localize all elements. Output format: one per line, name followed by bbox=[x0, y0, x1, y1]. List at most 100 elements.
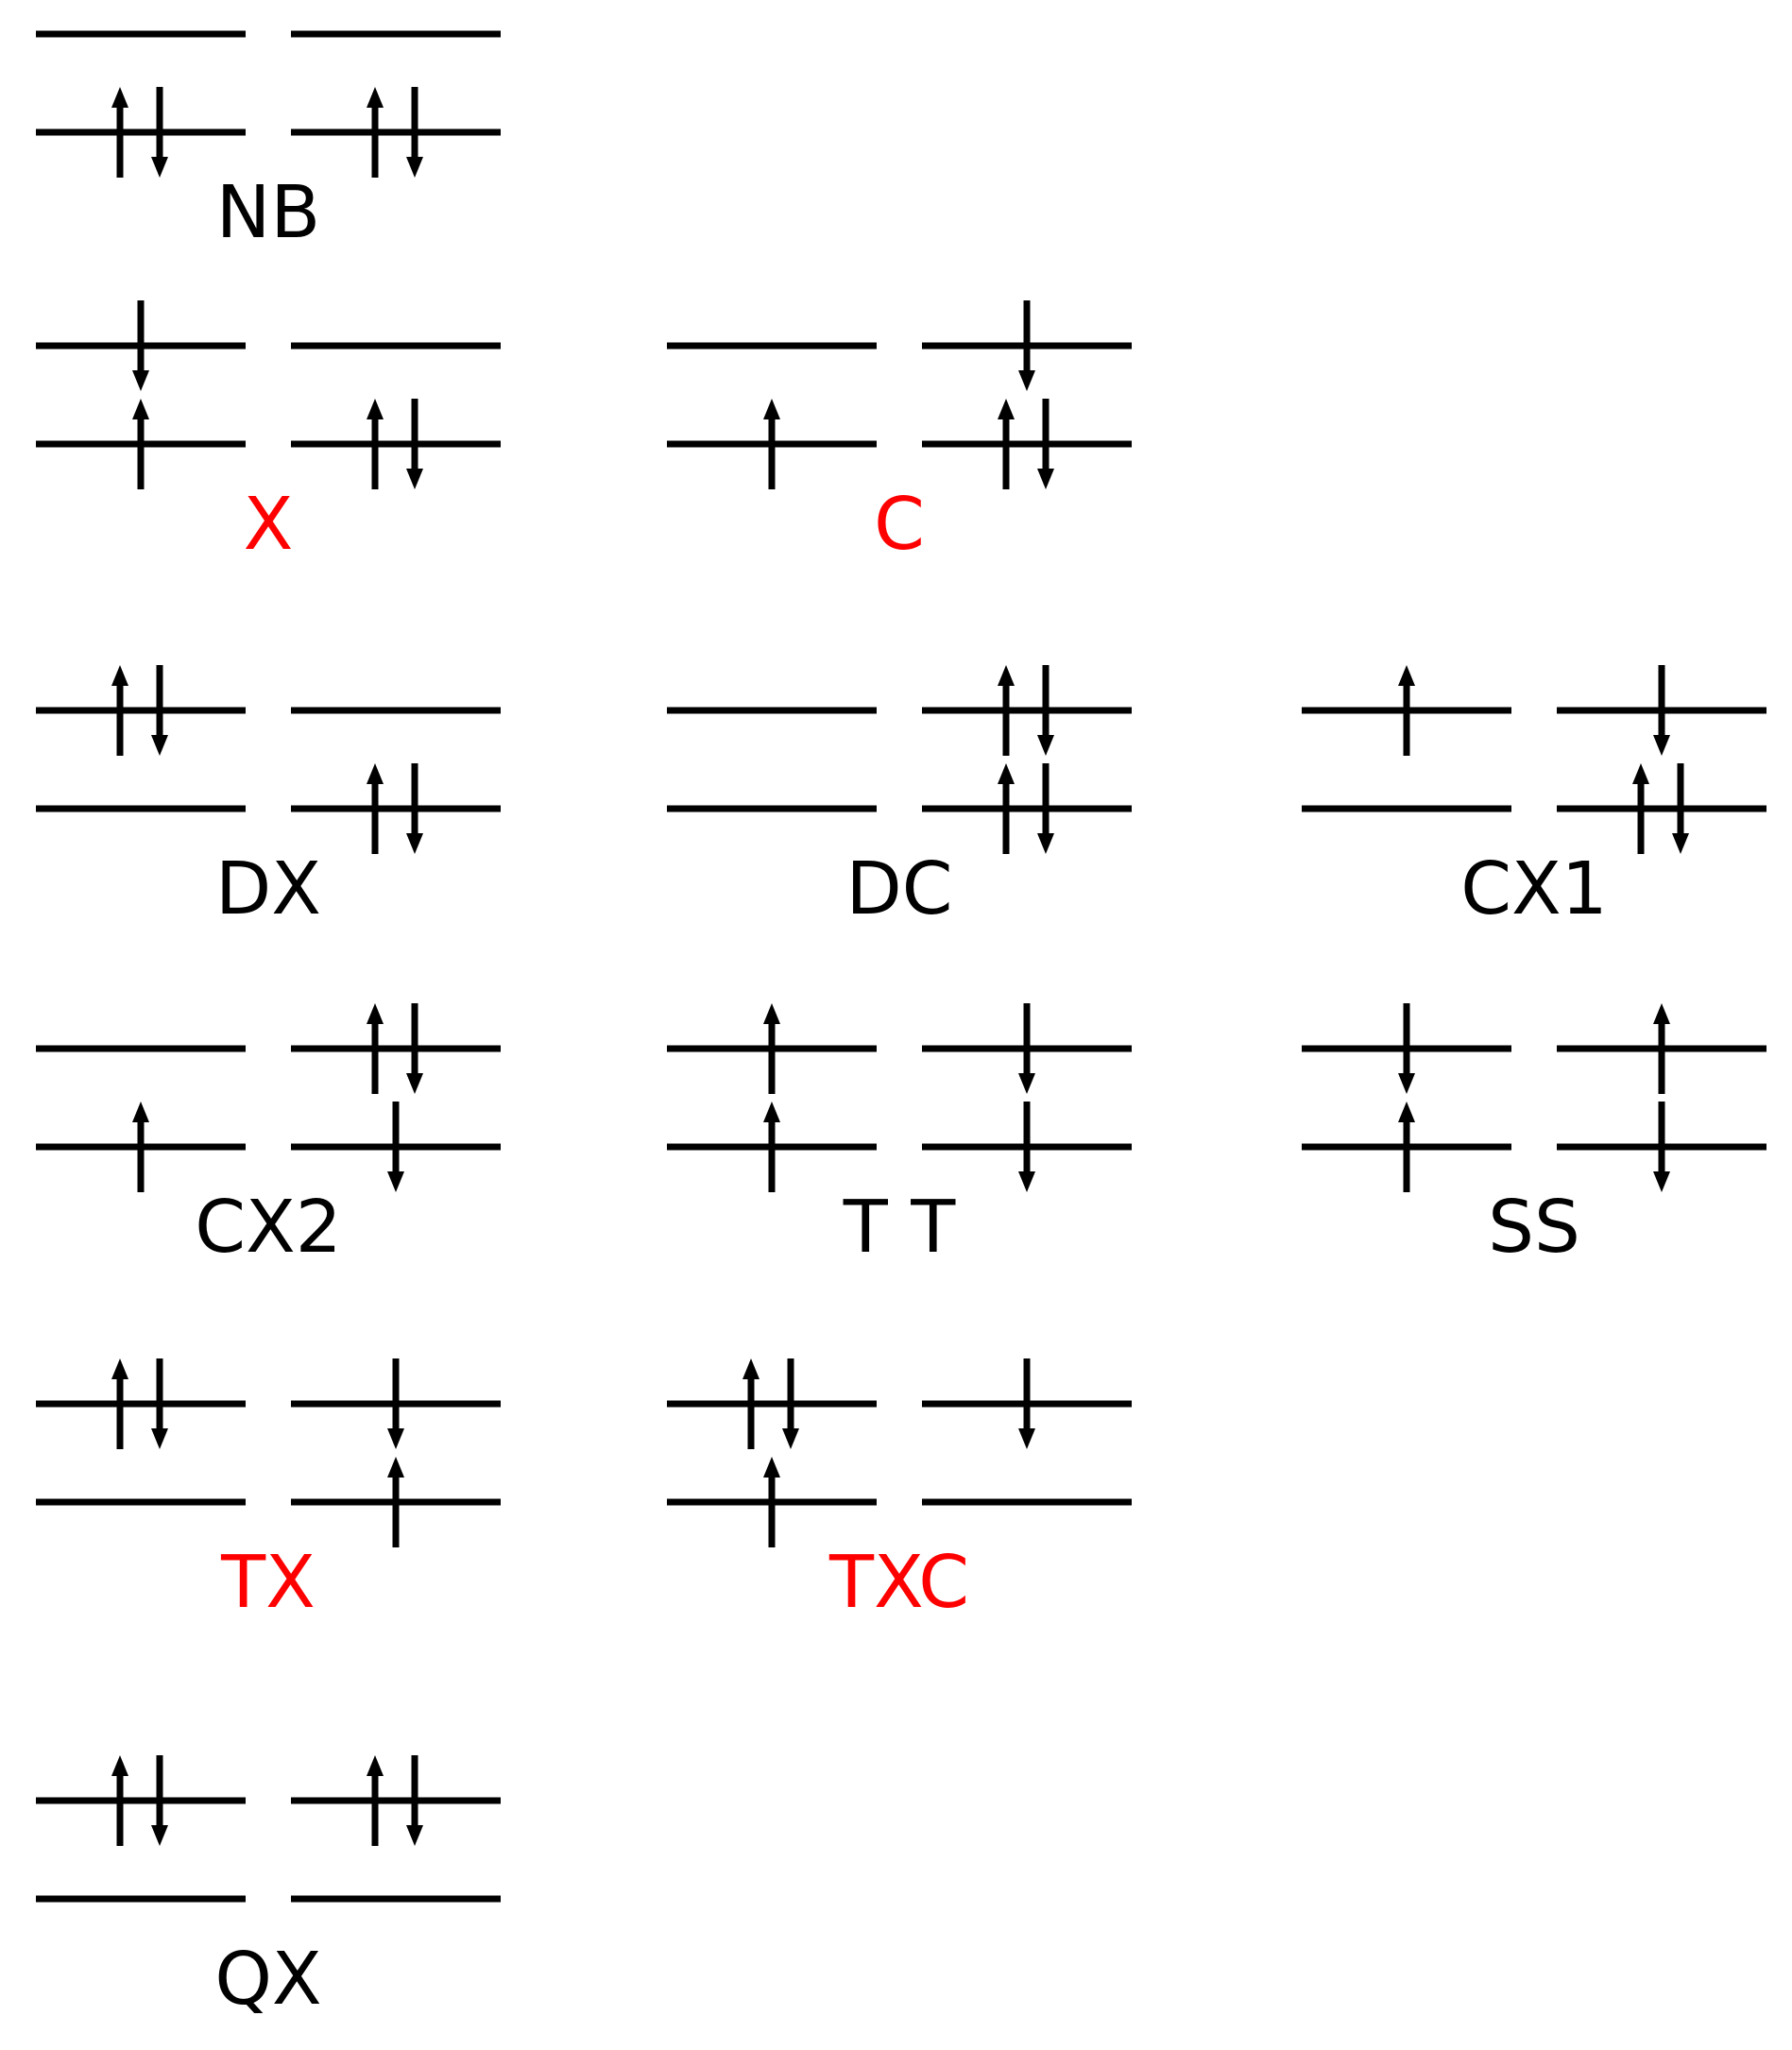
state-ss-site-b-upper-level bbox=[1557, 1003, 1766, 1094]
state-qx-site-a-upper-level-spin-down-arrow bbox=[151, 1755, 168, 1846]
state-label-txc: TXC bbox=[828, 1541, 969, 1625]
state-dc-site-b-upper-level-spin-up-arrow-head bbox=[998, 665, 1015, 686]
state-dx-site-b bbox=[291, 707, 501, 854]
state-c-site-b-upper-level-spin-down-arrow bbox=[1018, 300, 1035, 391]
state-cx1: CX1 bbox=[1302, 665, 1766, 931]
state-x-site-a bbox=[36, 300, 246, 489]
state-tt-site-b bbox=[922, 1003, 1132, 1192]
state-label-nb: NB bbox=[216, 171, 320, 255]
state-tt-site-b-upper-level bbox=[922, 1003, 1132, 1094]
state-tt-site-b-lower-level bbox=[922, 1102, 1132, 1192]
state-dc-site-b-lower-level-spin-down-arrow-head bbox=[1037, 833, 1054, 854]
state-c-site-a-lower-level-spin-up-arrow bbox=[763, 399, 780, 489]
state-x-site-a-lower-level-spin-up-arrow bbox=[132, 399, 149, 489]
state-nb-site-b-lower-level-spin-down-arrow bbox=[406, 87, 423, 178]
state-tx-site-a bbox=[36, 1358, 246, 1506]
state-cx2-site-a bbox=[36, 1045, 246, 1192]
state-dc-site-b-upper-level-spin-down-arrow bbox=[1037, 665, 1054, 756]
state-cx1-site-b-lower-level bbox=[1557, 763, 1766, 854]
state-txc-site-a bbox=[667, 1358, 877, 1547]
state-x-site-a-lower-level-spin-up-arrow-head bbox=[132, 399, 149, 419]
state-c-site-b-lower-level-spin-down-arrow bbox=[1037, 399, 1054, 489]
state-cx1-site-b-lower-level-spin-down-arrow-head bbox=[1672, 833, 1689, 854]
state-txc-site-a-upper-level-spin-down-arrow-head bbox=[782, 1428, 799, 1449]
state-x-site-b-lower-level-spin-up-arrow bbox=[367, 399, 384, 489]
state-x-site-b-lower-level bbox=[291, 399, 501, 489]
state-dx-site-a bbox=[36, 665, 246, 812]
state-cx1-site-b-lower-level-spin-down-arrow bbox=[1672, 763, 1689, 854]
state-nb-site-a bbox=[36, 30, 246, 178]
state-cx2-site-b-upper-level-spin-down-arrow bbox=[406, 1003, 423, 1094]
state-qx: QX bbox=[36, 1755, 501, 2022]
state-qx-site-a-upper-level bbox=[36, 1755, 246, 1846]
state-tt-site-a bbox=[667, 1003, 877, 1192]
state-tx-site-b-lower-level-spin-up-arrow bbox=[387, 1457, 404, 1547]
state-txc: TXC bbox=[667, 1358, 1132, 1625]
state-nb-site-a-lower-level-spin-down-arrow-head bbox=[151, 157, 168, 178]
state-txc-site-a-lower-level-spin-up-arrow-head bbox=[763, 1457, 780, 1478]
state-ss-site-b bbox=[1557, 1003, 1766, 1192]
state-dx-site-a-upper-level-spin-up-arrow bbox=[111, 665, 128, 756]
state-dx-site-a-upper-level-spin-down-arrow bbox=[151, 665, 168, 756]
state-c-site-b-upper-level-spin-down-arrow-head bbox=[1018, 370, 1035, 391]
state-cx2-site-b-upper-level-spin-down-arrow-head bbox=[406, 1073, 423, 1094]
state-c-site-b bbox=[922, 300, 1132, 489]
state-ss-site-a-lower-level bbox=[1302, 1102, 1511, 1192]
state-qx-site-a-upper-level-spin-up-arrow-head bbox=[111, 1755, 128, 1776]
state-dx-site-b-lower-level-spin-up-arrow-head bbox=[367, 763, 384, 784]
state-dc-site-b-lower-level bbox=[922, 763, 1132, 854]
state-c-site-b-lower-level bbox=[922, 399, 1132, 489]
state-txc-site-b-upper-level bbox=[922, 1358, 1132, 1449]
state-qx-site-b-upper-level-spin-up-arrow-head bbox=[367, 1755, 384, 1776]
state-c-site-b-upper-level bbox=[922, 300, 1132, 391]
state-dx: DX bbox=[36, 665, 501, 931]
state-nb-site-b-lower-level-spin-down-arrow-head bbox=[406, 157, 423, 178]
state-cx1-site-b-upper-level bbox=[1557, 665, 1766, 756]
state-x: X bbox=[36, 300, 501, 567]
state-ss-site-a-lower-level-spin-up-arrow bbox=[1398, 1102, 1415, 1192]
state-cx2-site-b-upper-level-spin-up-arrow bbox=[367, 1003, 384, 1094]
state-c-site-b-lower-level-spin-up-arrow-head bbox=[998, 399, 1015, 419]
state-qx-site-a-upper-level-spin-up-arrow bbox=[111, 1755, 128, 1846]
state-ss-site-b-upper-level-spin-up-arrow-head bbox=[1653, 1003, 1670, 1024]
state-tt-site-a-upper-level-spin-up-arrow-head bbox=[763, 1003, 780, 1024]
state-tx-site-a-upper-level-spin-down-arrow bbox=[151, 1358, 168, 1449]
state-tx: TX bbox=[36, 1358, 501, 1625]
state-x-site-a-upper-level-spin-down-arrow-head bbox=[132, 370, 149, 391]
state-c-site-a bbox=[667, 342, 877, 489]
state-dx-site-a-upper-level bbox=[36, 665, 246, 756]
state-cx2-site-b-upper-level bbox=[291, 1003, 501, 1094]
state-cx1-site-b-lower-level-spin-up-arrow bbox=[1632, 763, 1649, 854]
state-dx-site-b-lower-level bbox=[291, 763, 501, 854]
state-tt: T T bbox=[667, 1003, 1132, 1270]
state-txc-site-a-upper-level-spin-up-arrow-head bbox=[742, 1358, 759, 1379]
state-tt-site-b-upper-level-spin-down-arrow bbox=[1018, 1003, 1035, 1094]
state-dc: DC bbox=[667, 665, 1132, 931]
state-dc-site-b-upper-level-spin-down-arrow-head bbox=[1037, 735, 1054, 756]
state-label-ss: SS bbox=[1488, 1186, 1580, 1270]
state-label-tx: TX bbox=[220, 1541, 316, 1625]
state-ss-site-b-lower-level bbox=[1557, 1102, 1766, 1192]
state-ss-site-b-upper-level-spin-up-arrow bbox=[1653, 1003, 1670, 1094]
state-label-qx: QX bbox=[214, 1938, 321, 2022]
state-tx-site-b-lower-level bbox=[291, 1457, 501, 1547]
state-nb-site-b-lower-level-spin-up-arrow-head bbox=[367, 87, 384, 108]
state-dc-site-b-upper-level-spin-up-arrow bbox=[998, 665, 1015, 756]
state-ss-site-a-lower-level-spin-up-arrow-head bbox=[1398, 1102, 1415, 1122]
state-cx1-site-b bbox=[1557, 665, 1766, 854]
state-x-site-a-upper-level-spin-down-arrow bbox=[132, 300, 149, 391]
state-txc-site-b bbox=[922, 1358, 1132, 1506]
state-ss-site-a-upper-level bbox=[1302, 1003, 1511, 1094]
state-dx-site-b-lower-level-spin-down-arrow-head bbox=[406, 833, 423, 854]
state-label-dx: DX bbox=[215, 847, 321, 931]
state-cx2-site-a-lower-level-spin-up-arrow bbox=[132, 1102, 149, 1192]
state-cx1-site-a-upper-level bbox=[1302, 665, 1511, 756]
state-tx-site-b-upper-level-spin-down-arrow bbox=[387, 1358, 404, 1449]
state-qx-site-b-upper-level-spin-down-arrow-head bbox=[406, 1825, 423, 1846]
state-tt-site-a-upper-level-spin-up-arrow bbox=[763, 1003, 780, 1094]
state-label-c: C bbox=[874, 483, 925, 567]
state-nb-site-a-lower-level-spin-up-arrow bbox=[111, 87, 128, 178]
state-dx-site-a-upper-level-spin-down-arrow-head bbox=[151, 735, 168, 756]
state-x-site-b-lower-level-spin-up-arrow-head bbox=[367, 399, 384, 419]
